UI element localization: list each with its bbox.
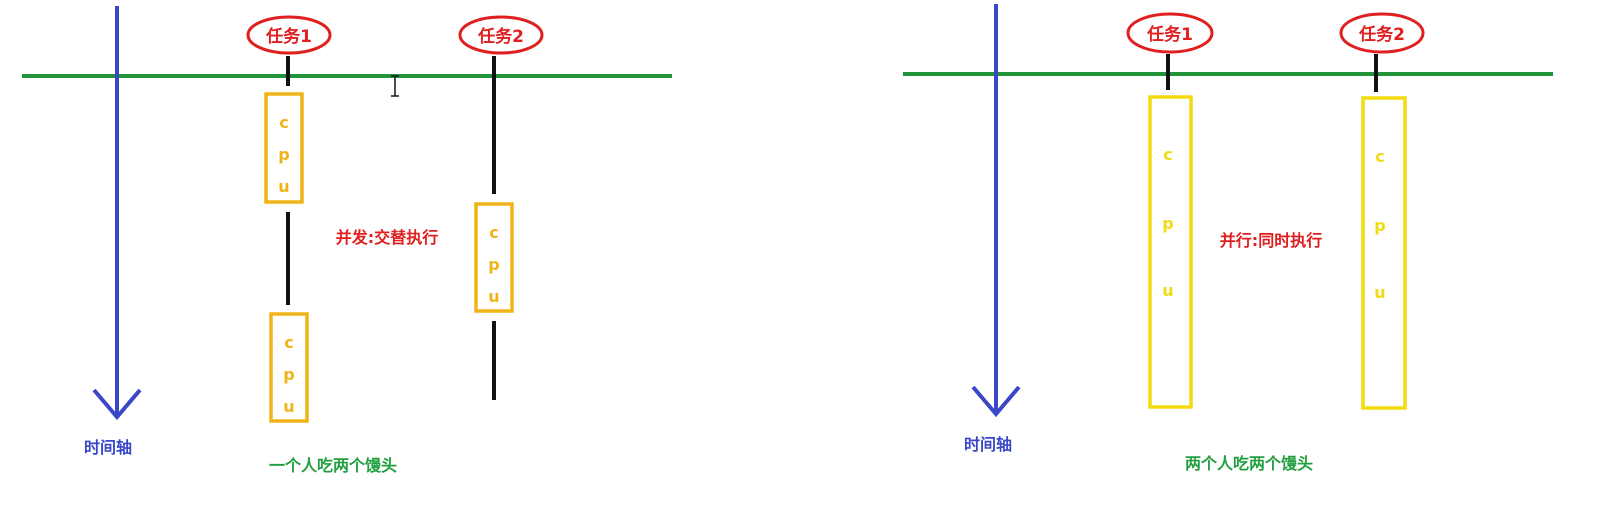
cpu-letter: u [283,397,294,416]
parallel-caption: 两个人吃两个馒头 [1185,454,1313,473]
task1-cpu-block-2 [269,312,309,423]
cpu-letter: p [488,255,499,274]
cpu-letter: u [278,177,289,196]
cpu-letter: p [1374,216,1385,235]
cpu-letter: c [489,223,498,242]
concurrent-panel: 时间轴 任务1 c p u c p u 任务2 c p u 并发:交替执行 一个… [22,6,672,475]
task2-label: 任务2 [1358,24,1405,45]
task1-label: 任务1 [265,26,312,47]
time-axis-label: 时间轴 [964,435,1012,454]
cpu-letter: c [1375,147,1384,166]
cpu-letter: u [488,287,499,306]
task2-ellipse [458,15,544,55]
cpu-letter: u [1162,281,1173,300]
task1-cpu-block [1148,95,1193,409]
time-axis-arrowhead [971,385,1021,418]
text-cursor-icon [391,75,399,97]
cpu-letter: p [1162,214,1173,233]
cpu-letter: c [284,333,293,352]
parallel-panel: 时间轴 任务1 c p u 任务2 c p u 并行:同时执行 两个人吃两个馒头 [903,4,1553,473]
time-axis-arrowhead [92,388,142,421]
cpu-letter: p [278,145,289,164]
time-axis-label: 时间轴 [84,438,132,457]
cpu-letter: c [279,113,288,132]
task2-cpu-block [1361,96,1407,410]
task2-label: 任务2 [477,26,524,47]
task2-cpu-block [474,202,514,313]
task1-ellipse [246,15,332,55]
task2-ellipse [1339,12,1425,54]
task1-ellipse [1126,12,1214,54]
cpu-letter: c [1163,145,1172,164]
cpu-letter: u [1374,283,1385,302]
concurrent-caption: 一个人吃两个馒头 [269,456,397,475]
concurrent-label: 并发:交替执行 [336,228,438,247]
cpu-letter: p [283,365,294,384]
parallel-label: 并行:同时执行 [1220,231,1322,250]
task1-cpu-block-1 [264,92,304,204]
task1-label: 任务1 [1146,24,1193,45]
